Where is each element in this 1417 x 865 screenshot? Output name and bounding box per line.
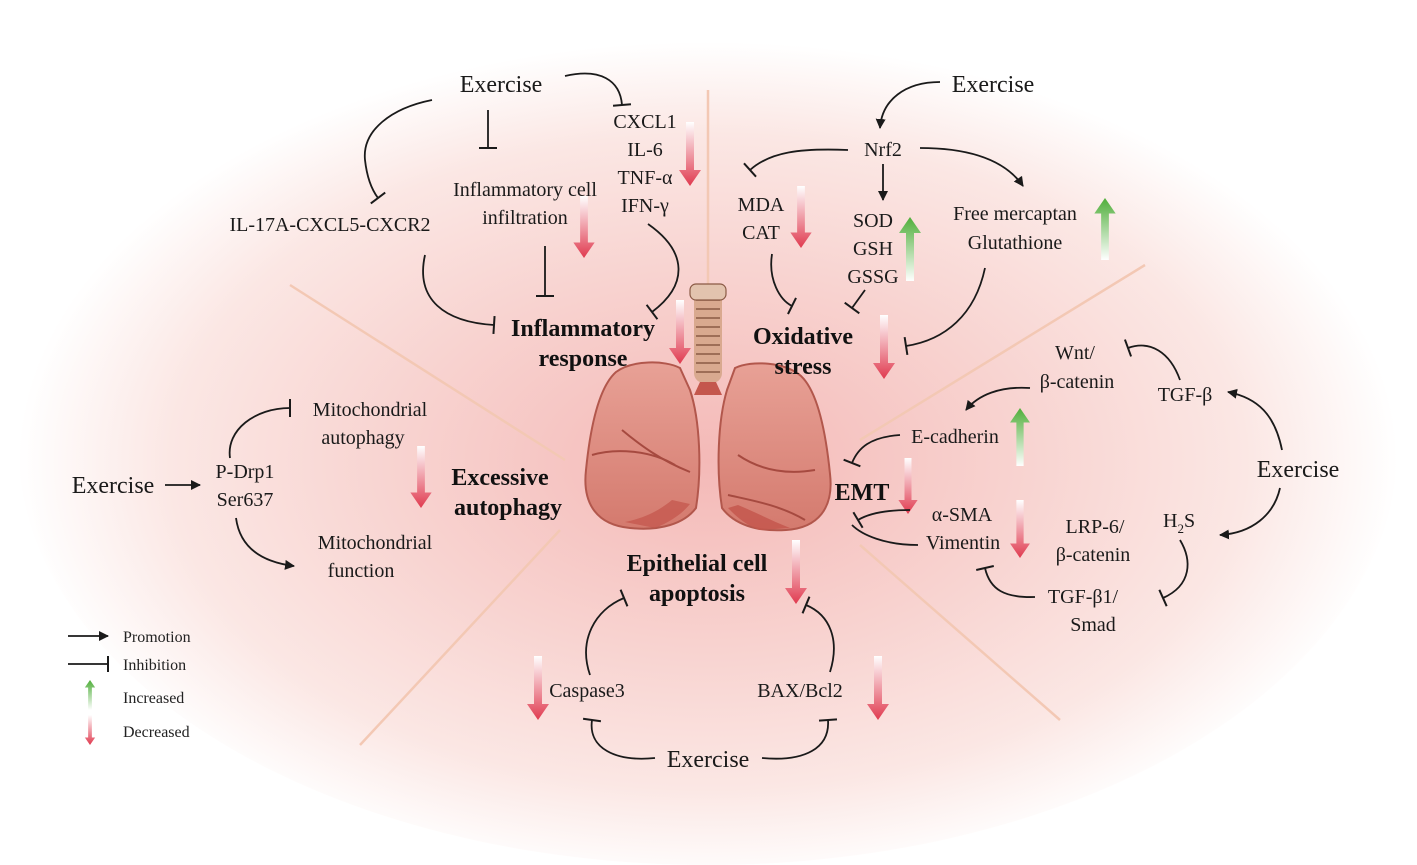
- inflammatory-title-1: Inflammatory: [511, 316, 655, 342]
- asma-label: α-SMA: [932, 504, 993, 526]
- asma-inhibits-emt: [852, 509, 911, 529]
- tgfb-inhibits-wnt: [1123, 339, 1181, 381]
- exercise-inhibits-caspase: [582, 717, 656, 760]
- il17-pathway-label: IL-17A-CXCL5-CXCR2: [229, 214, 430, 236]
- legend-promotion-label: Promotion: [123, 629, 191, 646]
- oxidative-title-1: Oxidative: [753, 324, 853, 350]
- il6-label: IL-6: [627, 139, 663, 161]
- infiltration-label-1: Inflammatory cell: [453, 179, 597, 201]
- sector-dividers: [289, 90, 1146, 746]
- il17-inhibits-inflammation: [422, 254, 496, 335]
- legend: Promotion Inhibition Increased Decreased: [68, 629, 191, 745]
- pdrp1-label-2: Ser637: [217, 489, 274, 511]
- tgfb1-label-2: Smad: [1070, 614, 1116, 636]
- oxidative-title-2: stress: [775, 354, 832, 380]
- lrp6-label-1: LRP-6/: [1066, 516, 1125, 538]
- glutathione-label: Glutathione: [968, 232, 1063, 254]
- h2s-inhibits-tgfb1: [1158, 539, 1189, 607]
- exercise-inhibits-cxcl1: [564, 72, 632, 107]
- gsh-label: GSH: [853, 238, 893, 260]
- lrp6-label-2: β-catenin: [1056, 544, 1131, 566]
- emt-exercise-label: Exercise: [1257, 457, 1340, 483]
- apoptosis-section: Epithelial cell apoptosis Caspase3 BAX/B…: [527, 540, 889, 773]
- autophagy-title-2: autophagy: [454, 495, 562, 521]
- vimentin-to-emt: [851, 524, 919, 546]
- vimentin-label: Vimentin: [926, 532, 1000, 554]
- caspase-inhibits-apoptosis: [585, 589, 629, 676]
- exercise-promotes-h2s: [1219, 487, 1281, 540]
- bax-label: BAX/Bcl2: [757, 680, 843, 702]
- emt-title: EMT: [835, 480, 890, 506]
- nrf2-label: Nrf2: [864, 139, 902, 161]
- exercise-inhibits-il17-pathway: [364, 99, 433, 205]
- autophagy-exercise-label: Exercise: [72, 473, 155, 499]
- nrf2-promotes-mercaptan: [919, 147, 1024, 187]
- legend-decreased-label: Decreased: [123, 724, 190, 741]
- mercaptan-label: Free mercaptan: [953, 203, 1077, 225]
- tgfb1-label-1: TGF-β1/: [1048, 586, 1119, 608]
- mercaptan-inhibits-oxidative: [903, 267, 986, 356]
- cytokines-inhibit-inflammation: [645, 223, 680, 320]
- inflammatory-title-2: response: [539, 346, 628, 372]
- sod-label: SOD: [853, 210, 893, 232]
- ifn-label: IFN-γ: [621, 195, 669, 217]
- pdrp1-inhibits-mito-autophagy: [228, 398, 292, 459]
- tgfb-label: TGF-β: [1158, 384, 1213, 406]
- cxcl1-label: CXCL1: [613, 111, 676, 133]
- exercise-promotes-nrf2: [875, 81, 941, 129]
- pdrp1-promotes-mito-function: [235, 517, 295, 570]
- oxidative-exercise-label: Exercise: [952, 72, 1035, 98]
- lungs-illustration: [584, 283, 832, 532]
- bax-inhibits-apoptosis: [801, 596, 835, 673]
- cat-label: CAT: [742, 222, 780, 244]
- h2s-label: H2S: [1163, 510, 1195, 536]
- inflammatory-exercise-label: Exercise: [460, 72, 543, 98]
- inflammatory-section: Exercise CXCL1 IL-6 TNF-α IFN-γ Inflamma…: [229, 72, 701, 372]
- gssg-label: GSSG: [847, 266, 898, 288]
- ecadherin-inhibits-emt: [843, 434, 901, 468]
- legend-increased-label: Increased: [123, 690, 184, 707]
- infiltration-label-2: infiltration: [482, 207, 568, 229]
- exercise-promotes-tgfb: [1227, 388, 1283, 451]
- wnt-label-1: Wnt/: [1055, 342, 1095, 364]
- nrf2-inhibits-mda: [743, 148, 849, 178]
- apoptosis-title-1: Epithelial cell: [627, 551, 768, 577]
- apoptosis-exercise-label: Exercise: [667, 747, 750, 773]
- apoptosis-title-2: apoptosis: [649, 581, 745, 607]
- mito-autophagy-label-1: Mitochondrial: [313, 399, 428, 421]
- exercise-inhibits-bax: [761, 718, 838, 760]
- ecadherin-label: E-cadherin: [911, 426, 999, 448]
- tgfb1-inhibits-vimentin: [976, 565, 1036, 598]
- pdrp1-label-1: P-Drp1: [216, 461, 275, 483]
- mito-function-label-2: function: [328, 560, 395, 582]
- mito-autophagy-label-2: autophagy: [321, 427, 404, 449]
- autophagy-section: Exercise P-Drp1 Ser637 Mitochondrial aut…: [72, 398, 562, 582]
- wnt-label-2: β-catenin: [1040, 371, 1115, 393]
- oxidative-section: Exercise Nrf2 MDA CAT SOD GSH GSSG Free …: [738, 72, 1116, 380]
- mito-function-label-1: Mitochondrial: [318, 532, 433, 554]
- caspase-label: Caspase3: [549, 680, 625, 702]
- tnf-label: TNF-α: [618, 167, 673, 189]
- background-glow: [18, 25, 1398, 865]
- autophagy-title-1: Excessive: [451, 465, 549, 491]
- mda-inhibits-oxidative: [770, 253, 797, 315]
- gssg-inhibits-oxidative: [844, 289, 866, 315]
- legend-inhibition-label: Inhibition: [123, 657, 186, 674]
- wnt-promotes-ecadherin: [965, 386, 1031, 411]
- emt-section: Wnt/ β-catenin TGF-β E-cadherin Exercise…: [835, 339, 1340, 636]
- mda-label: MDA: [738, 194, 785, 216]
